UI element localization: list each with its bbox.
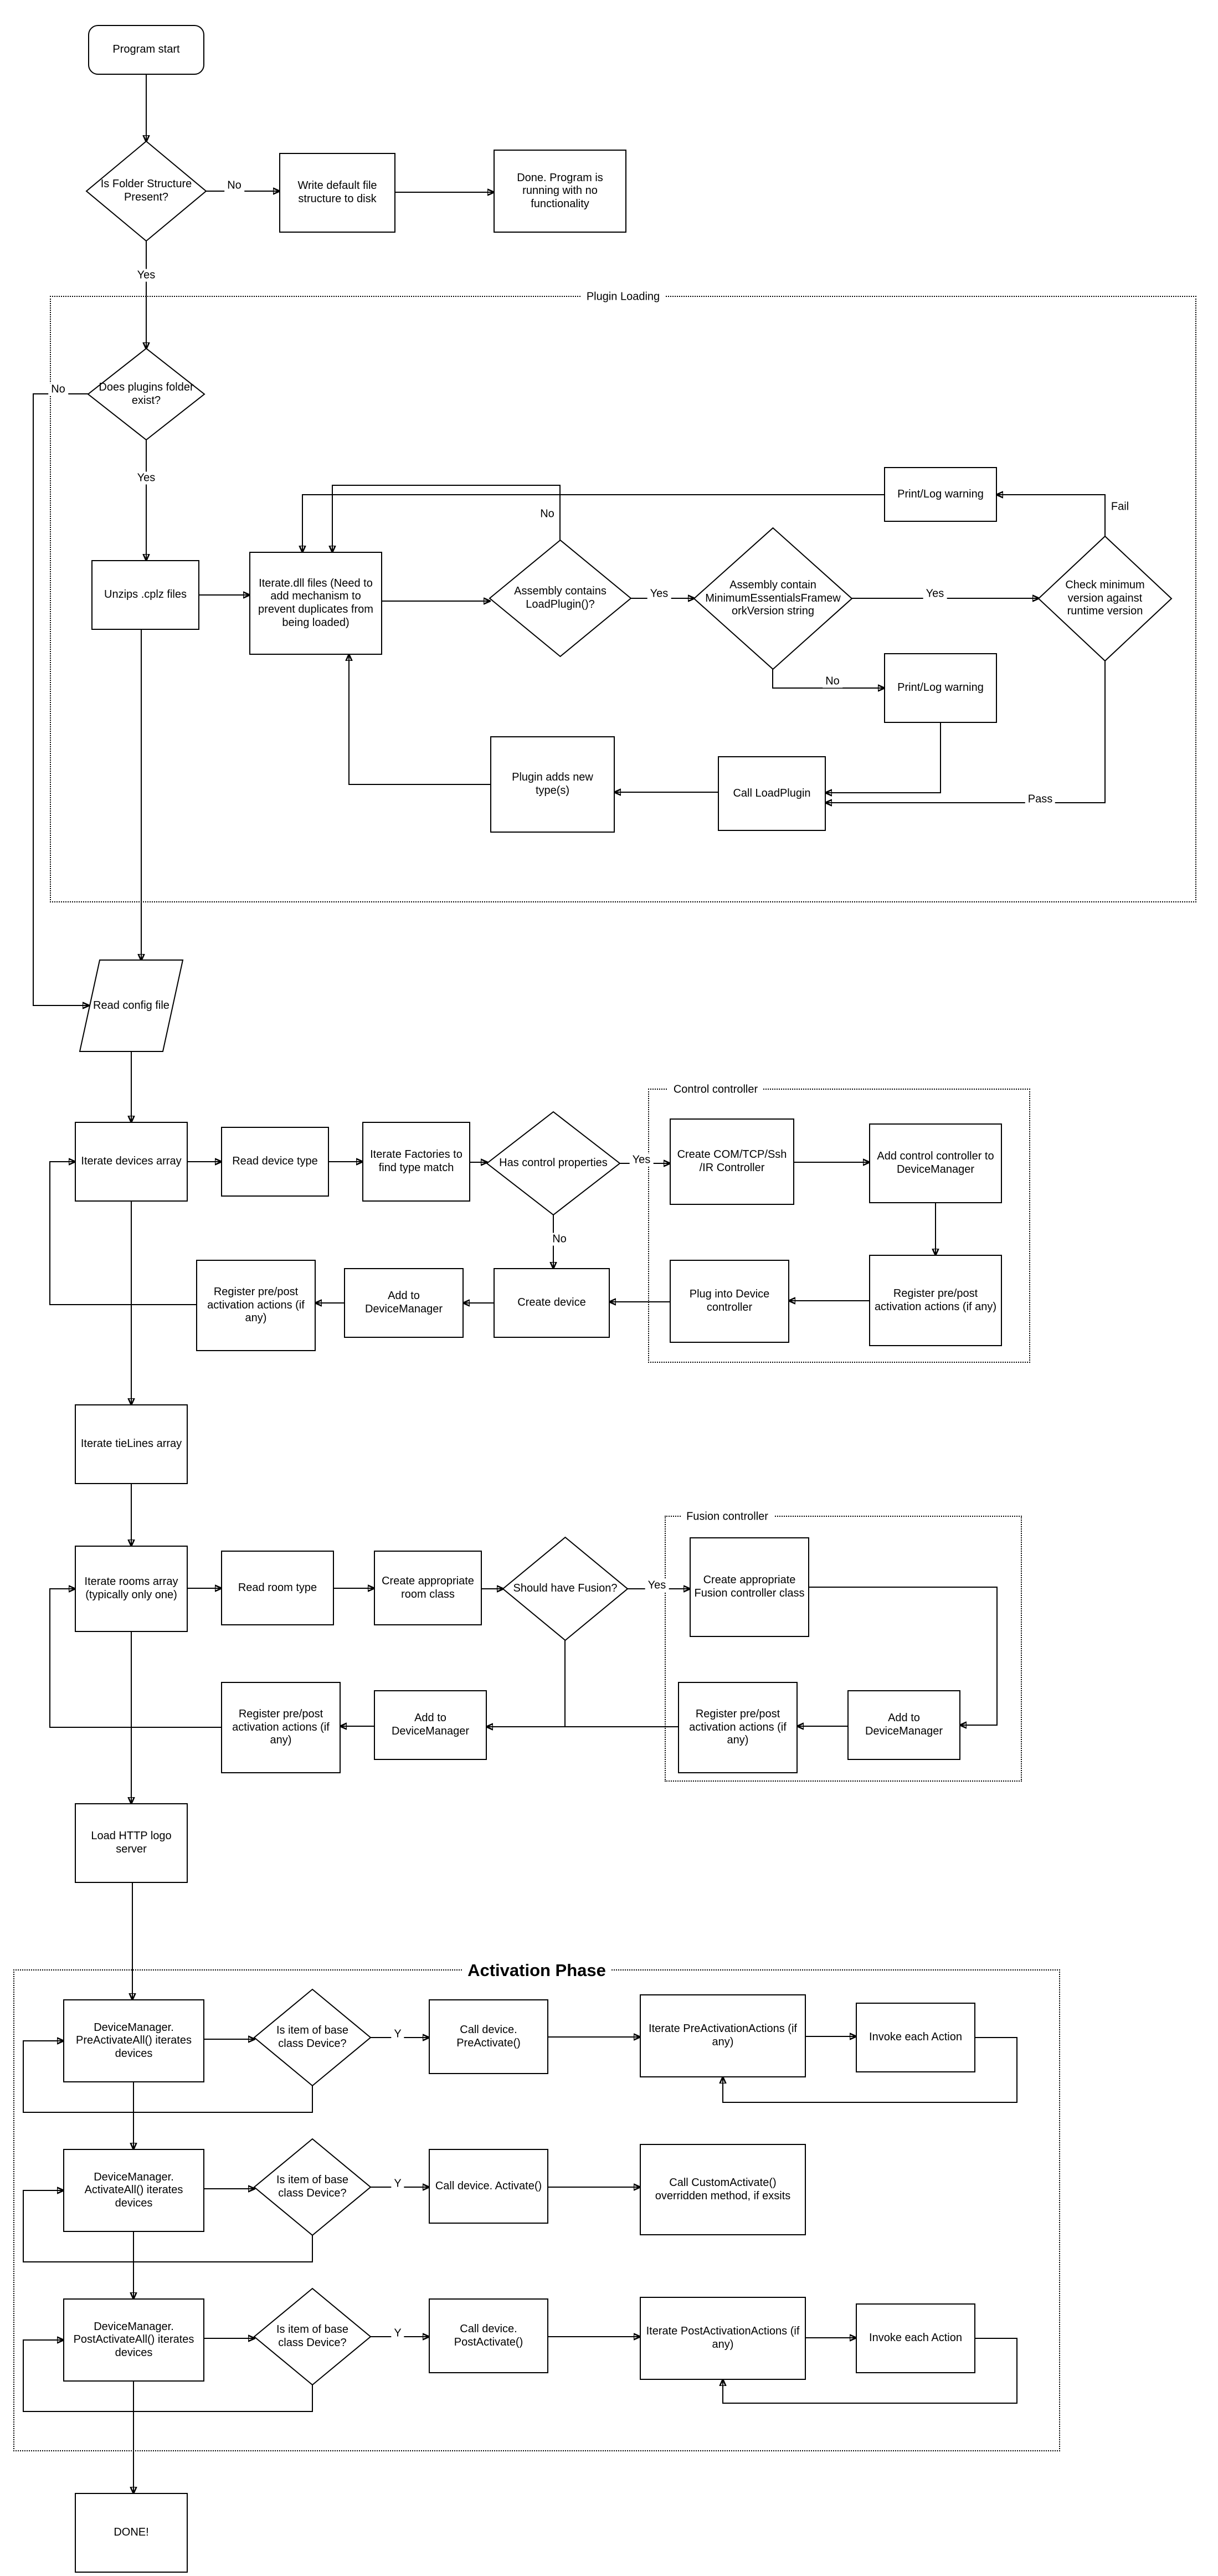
group-control-controller-label: Control controller [667,1083,764,1096]
node-call-loadplugin: Call LoadPlugin [718,756,826,831]
node-iterate-devices-array: Iterate devices array [75,1122,188,1202]
node-register-prepost-actions-control: Register pre/post activation actions (if… [869,1255,1002,1346]
edge-label-minversion-no: No [823,675,842,688]
node-iterate-preactivationactions: Iterate PreActivationActions (if any) [640,1994,806,2077]
node-add-to-devicemanager-rooms: Add to DeviceManager [374,1690,487,1760]
node-add-to-devicemanager-fusion: Add to DeviceManager [847,1690,960,1760]
edge-label-plugins-yes: Yes [134,471,158,485]
node-print-log-warning-fail: Print/Log warning [884,467,997,522]
node-read-device-type: Read device type [221,1127,329,1197]
node-read-config-file: Read config file [80,960,183,1051]
edge-label-folder-no: No [224,179,244,192]
node-plugin-adds-new-types: Plugin adds new type(s) [490,736,615,833]
node-devicemanager-postactivateall: DeviceManager. PostActivateAll() iterate… [63,2298,204,2382]
edge-label-act-y: Y [391,2177,404,2190]
edge-label-fusion-yes: Yes [645,1579,669,1592]
node-create-appropriate-room-class: Create appropriate room class [374,1551,482,1625]
node-iterate-tielines-array: Iterate tieLines array [75,1404,188,1484]
node-iterate-rooms-array: Iterate rooms array (typically only one) [75,1546,188,1632]
node-create-com-tcp-ssh-ir-controller: Create COM/TCP/Ssh /IR Controller [670,1118,794,1205]
node-write-default-file-structure: Write default file structure to disk [279,153,395,233]
node-devicemanager-preactivateall: DeviceManager. PreActivateAll() iterates… [63,1999,204,2082]
group-activation-phase: Activation Phase [13,1961,1060,2451]
node-plug-into-device-controller: Plug into Device controller [670,1260,789,1343]
decision-is-folder-structure-present: Is Folder Structure Present? [86,141,206,241]
node-create-device: Create device [494,1268,610,1338]
group-plugin-loading-label: Plugin Loading [580,290,666,304]
node-register-prepost-actions-fusion: Register pre/post activation actions (if… [678,1682,798,1773]
edge-label-control-no: No [549,1233,569,1246]
edge-label-control-yes: Yes [629,1153,654,1167]
decision-is-item-base-class-device-1: Is item of base class Device? [254,1989,371,2086]
decision-has-control-properties: Has control properties [487,1112,620,1215]
node-read-room-type: Read room type [221,1551,334,1625]
decision-is-item-base-class-device-2: Is item of base class Device? [254,2139,371,2235]
group-control-controller: Control controller [648,1083,1030,1363]
group-fusion-controller-label: Fusion controller [681,1510,774,1523]
node-iterate-factories: Iterate Factories to find type match [362,1122,470,1202]
node-iterate-dll-files: Iterate.dll files (Need to add mechanism… [249,552,382,655]
node-register-prepost-actions-devices: Register pre/post activation actions (if… [196,1260,316,1351]
edge-label-check-pass: Pass [1025,793,1056,806]
node-add-control-controller-to-devicemanager: Add control controller to DeviceManager [869,1123,1002,1203]
node-done-no-functionality: Done. Program is running with no functio… [494,150,626,233]
node-call-device-postactivate: Call device. PostActivate() [429,2298,548,2373]
node-iterate-postactivationactions: Iterate PostActivationActions (if any) [640,2297,806,2380]
decision-assembly-contains-loadplugin: Assembly contains LoadPlugin()? [490,540,631,656]
node-call-customactivate: Call CustomActivate() overridden method,… [640,2144,806,2235]
node-unzips-cplz-files: Unzips .cplz files [91,560,199,630]
node-register-prepost-actions-rooms: Register pre/post activation actions (if… [221,1682,341,1773]
decision-should-have-fusion: Should have Fusion? [503,1537,628,1640]
node-invoke-each-action-1: Invoke each Action [856,2003,975,2072]
node-load-http-logo-server: Load HTTP logo server [75,1803,188,1883]
decision-does-plugins-folder-exist: Does plugins folder exist? [88,348,204,440]
node-devicemanager-activateall: DeviceManager. ActivateAll() iterates de… [63,2149,204,2232]
node-call-device-preactivate: Call device. PreActivate() [429,1999,548,2074]
edge-label-pre-y: Y [391,2028,404,2041]
edge-label-plugins-no: No [48,383,68,396]
node-print-log-warning-no: Print/Log warning [884,653,997,723]
diamond-shape [490,540,631,656]
decision-is-item-base-class-device-3: Is item of base class Device? [254,2288,371,2385]
edge-label-folder-yes: Yes [134,269,158,282]
edge-label-loadplugin-no: No [537,507,557,521]
decision-assembly-contains-min-version-string: Assembly contain MinimumEssentialsFramew… [694,528,852,669]
node-done: DONE! [75,2493,188,2573]
parallelogram-shape [80,960,183,1051]
node-program-start: Program start [88,25,204,75]
edge-label-loadplugin-yes: Yes [647,587,671,601]
node-create-fusion-controller-class: Create appropriate Fusion controller cla… [690,1537,809,1637]
edge-label-post-y: Y [391,2327,404,2340]
node-invoke-each-action-2: Invoke each Action [856,2303,975,2373]
group-activation-phase-label: Activation Phase [462,1961,611,1980]
node-call-device-activate: Call device. Activate() [429,2149,548,2224]
node-add-to-devicemanager-devices: Add to DeviceManager [344,1268,464,1338]
edge-label-minversion-yes: Yes [923,587,947,601]
group-fusion-controller: Fusion controller [665,1510,1022,1782]
decision-check-minimum-version: Check minimum version against runtime ve… [1039,536,1171,661]
edge-label-check-fail: Fail [1108,500,1132,514]
